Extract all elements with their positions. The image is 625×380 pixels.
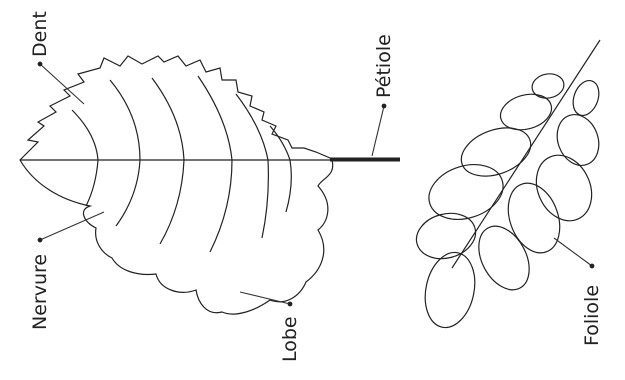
dent-leader-dot bbox=[38, 62, 43, 67]
foliole bbox=[526, 146, 602, 230]
compound-leaf-rachis bbox=[452, 40, 600, 268]
foliole bbox=[530, 71, 566, 100]
nervure-leader-dot bbox=[38, 238, 43, 243]
label-petiole: Pétiole bbox=[373, 34, 395, 98]
leaf-blade-outline bbox=[20, 56, 333, 314]
foliole bbox=[411, 207, 480, 265]
label-lobe: Lobe bbox=[279, 316, 301, 362]
leaf-vein bbox=[270, 126, 291, 212]
petiole-leader-dot bbox=[382, 104, 387, 109]
leaf-vein bbox=[72, 110, 98, 206]
foliole-leader-dot bbox=[590, 264, 595, 269]
lobe-leader-dot bbox=[288, 302, 293, 307]
leaf-vein bbox=[198, 76, 232, 252]
leader-lines bbox=[38, 62, 595, 307]
foliole bbox=[550, 109, 605, 172]
nervure-leader bbox=[40, 212, 104, 240]
leaf-vein bbox=[152, 78, 184, 244]
label-nervure: Nervure bbox=[29, 254, 51, 330]
simple-leaf bbox=[20, 56, 400, 314]
compound-leaf bbox=[411, 40, 605, 332]
petiole-leader bbox=[372, 106, 384, 156]
foliole bbox=[499, 176, 569, 260]
foliole bbox=[569, 77, 604, 119]
leaf-vein bbox=[110, 80, 140, 226]
foliole bbox=[469, 218, 540, 299]
label-dent: Dent bbox=[29, 11, 51, 57]
label-foliole: Foliole bbox=[581, 285, 603, 346]
foliole bbox=[419, 248, 482, 332]
lobe-leader bbox=[240, 292, 290, 304]
foliole-leader bbox=[554, 238, 592, 266]
